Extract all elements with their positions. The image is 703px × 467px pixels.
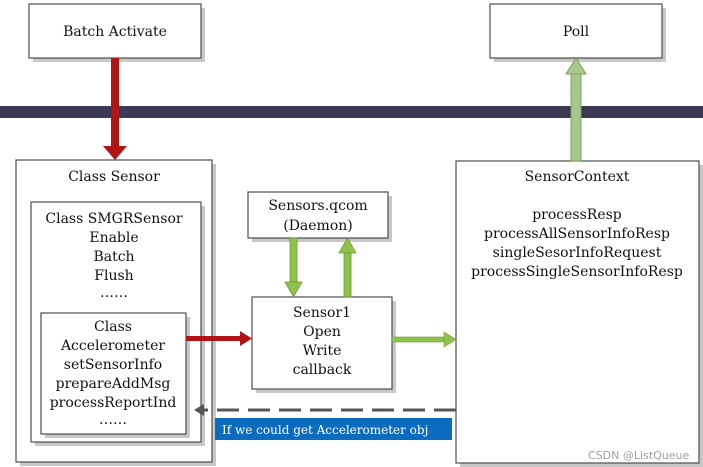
sensor-context-method: processResp	[532, 207, 622, 223]
sensor-context-title: SensorContext	[525, 169, 630, 185]
separator-band	[0, 106, 703, 118]
batch-activate-label: Batch Activate	[63, 24, 167, 40]
poll-label: Poll	[563, 24, 590, 40]
sensor1-line: callback	[293, 362, 352, 378]
class-accelerometer-box: Class Accelerometer setSensorInfo prepar…	[40, 312, 190, 438]
smgr-line: Enable	[89, 230, 138, 246]
accel-line: prepareAddMsg	[56, 376, 171, 392]
sensor1-line: Open	[303, 324, 341, 340]
smgr-line: Batch	[93, 249, 134, 265]
sensor-context-method: processAllSensorInfoResp	[484, 226, 670, 242]
batch-activate-box: Batch Activate	[28, 3, 205, 62]
accel-line: processReportInd	[50, 395, 177, 411]
accel-line: setSensorInfo	[64, 357, 162, 373]
arrow-sensor1-to-context	[391, 331, 457, 348]
smgr-line: ……	[100, 285, 128, 301]
sensor1-line: Sensor1	[293, 305, 351, 321]
sensors-qcom-box: Sensors.qcom (Daemon)	[247, 191, 392, 242]
sensor1-box: Sensor1 Open Write callback	[251, 296, 396, 393]
note-label: If we could get Accelerometer obj	[215, 418, 452, 440]
accel-line: Class	[94, 319, 132, 335]
sensor-context-method: singleSesorInfoRequest	[493, 245, 662, 261]
qcom-line: Sensors.qcom	[268, 198, 367, 214]
accel-line: Accelerometer	[60, 338, 165, 354]
accel-line: ……	[99, 412, 127, 428]
smgr-line: Flush	[94, 268, 133, 284]
arrow-accel-to-sensor1	[186, 331, 252, 346]
note-text: If we could get Accelerometer obj	[222, 423, 428, 437]
arrow-batch-to-sensor	[103, 58, 127, 160]
arrow-sensor1-to-qcom	[338, 237, 357, 298]
arrow-qcom-to-sensor1	[284, 237, 303, 298]
smgr-line: Class SMGRSensor	[45, 211, 183, 227]
sensor1-line: Write	[303, 343, 342, 359]
sensor-context-box: SensorContext processResp processAllSens…	[455, 160, 703, 467]
sensor-context-method: processSingleSensorInfoResp	[471, 264, 683, 280]
poll-box: Poll	[489, 3, 666, 62]
dashed-arrow-context-to-sensor	[194, 404, 456, 416]
qcom-line: (Daemon)	[283, 218, 353, 234]
class-sensor-title: Class Sensor	[68, 169, 160, 185]
watermark: CSDN @ListQueue	[588, 449, 689, 462]
arrow-context-to-poll	[565, 57, 587, 162]
